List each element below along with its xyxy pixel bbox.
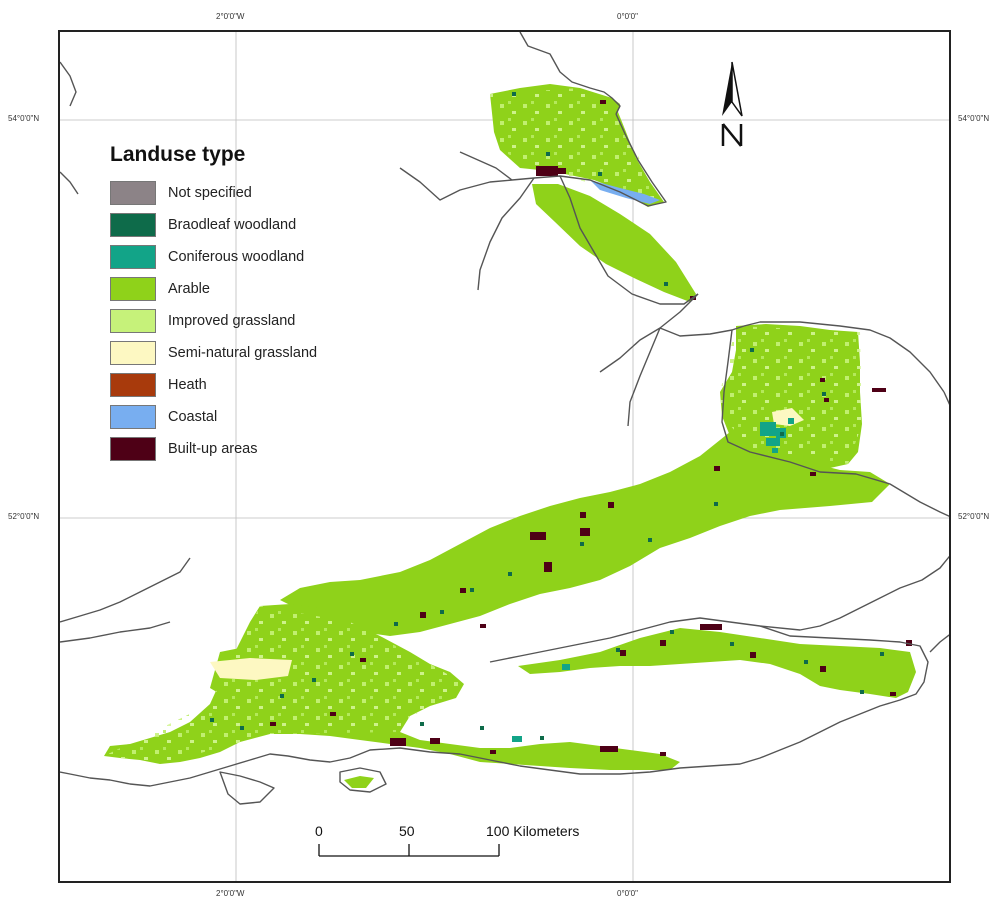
longitude-label-bottom-2w: 2°0'0"W: [216, 889, 245, 898]
legend-item-not-specified: Not specified: [110, 177, 370, 209]
legend-item-built-up-areas: Built-up areas: [110, 433, 370, 465]
landuse-grassland-speckle: [104, 88, 862, 764]
scale-label-50: 50: [399, 823, 415, 839]
latitude-label-right-54n: 54°0'0"N: [958, 114, 990, 123]
legend-item-coniferous-woodland: Coniferous woodland: [110, 241, 370, 273]
legend-swatch: [110, 373, 156, 397]
legend-swatch: [110, 309, 156, 333]
north-arrow-icon: [721, 61, 743, 147]
legend: Landuse type Not specified Braodleaf woo…: [110, 143, 370, 465]
legend-label: Arable: [168, 281, 210, 297]
landuse-coastal: [590, 180, 660, 204]
legend-item-coastal: Coastal: [110, 401, 370, 433]
landuse-semi-natural-grassland: [210, 408, 804, 680]
legend-label: Improved grassland: [168, 313, 296, 329]
latitude-label-right-52n: 52°0'0"N: [958, 512, 990, 521]
scale-bar-line: [318, 844, 500, 857]
map-frame: [58, 30, 951, 883]
latitude-label-left-54n: 54°0'0"N: [8, 114, 40, 123]
legend-label: Semi-natural grassland: [168, 345, 318, 361]
legend-label: Heath: [168, 377, 207, 393]
legend-item-heath: Heath: [110, 369, 370, 401]
legend-item-improved-grassland: Improved grassland: [110, 305, 370, 337]
legend-swatch: [110, 213, 156, 237]
legend-swatch: [110, 277, 156, 301]
legend-title: Landuse type: [110, 143, 246, 166]
legend-swatch: [110, 405, 156, 429]
legend-swatch: [110, 341, 156, 365]
scale-label-0: 0: [315, 823, 323, 839]
scale-label-100-kilometers: 100 Kilometers: [486, 823, 580, 839]
legend-swatch: [110, 245, 156, 269]
legend-swatch: [110, 181, 156, 205]
map-canvas: [60, 32, 949, 881]
latitude-label-left-52n: 52°0'0"N: [8, 512, 40, 521]
longitude-label-top-2w: 2°0'0"W: [216, 12, 245, 21]
legend-swatch: [110, 437, 156, 461]
coastline-and-rivers: [60, 32, 949, 805]
legend-label: Built-up areas: [168, 441, 258, 457]
north-arrow: [712, 58, 752, 158]
legend-label: Coastal: [168, 409, 218, 425]
legend-label: Coniferous woodland: [168, 249, 305, 265]
legend-item-arable: Arable: [110, 273, 370, 305]
legend-item-semi-natural-grassland: Semi-natural grassland: [110, 337, 370, 369]
longitude-label-top-0: 0°0'0": [617, 12, 638, 21]
longitude-label-bottom-0: 0°0'0": [617, 889, 638, 898]
legend-label: Not specified: [168, 185, 252, 201]
legend-label: Braodleaf woodland: [168, 217, 297, 233]
legend-item-broadleaf-woodland: Braodleaf woodland: [110, 209, 370, 241]
landuse-broadleaf-woodland: [210, 92, 884, 740]
landuse-built-up-areas: [270, 100, 912, 756]
